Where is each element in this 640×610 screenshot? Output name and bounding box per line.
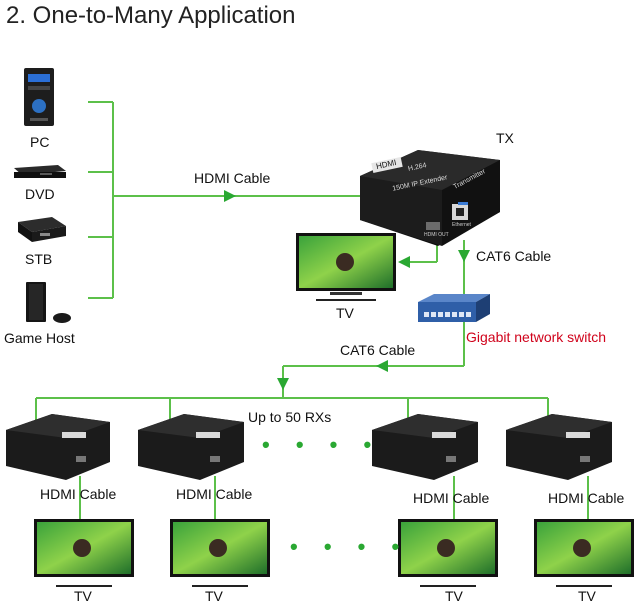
hdmi-cable-label: HDMI Cable [194, 170, 271, 186]
switch-label: Gigabit network switch [466, 329, 607, 345]
diagram-title: 2. One-to-Many Application [6, 2, 296, 29]
rx-4-hdmi-label: HDMI Cable [548, 490, 625, 506]
tx-port1-text: HDMI OUT [424, 232, 449, 238]
cat6-cable-top-label: CAT6 Cable [476, 248, 552, 264]
source-bus-lines [88, 101, 360, 299]
set-top-box-icon [18, 217, 66, 242]
rx-ellipsis: • • • • [262, 432, 382, 457]
dvd-player-icon [14, 165, 66, 178]
rx-box-4-icon [506, 414, 612, 480]
network-switch-icon [418, 294, 490, 322]
tx-label: TX [496, 130, 514, 146]
rx-4-tv-label: TV [578, 588, 596, 604]
pc-tower-icon [24, 68, 54, 126]
rx-tv-2-icon [170, 519, 270, 587]
rx-1-tv-label: TV [74, 588, 92, 604]
rx-3-hdmi-label: HDMI Cable [413, 490, 490, 506]
source-label-dvd: DVD [25, 186, 55, 202]
rx-tv-1-icon [34, 519, 134, 587]
tx-extender-icon [360, 150, 500, 246]
rx-2-tv-label: TV [205, 588, 223, 604]
up-to-rx-label: Up to 50 RXs [248, 409, 332, 425]
tx-tv-icon [296, 233, 396, 301]
rx-to-tv-lines [79, 476, 589, 520]
tv-arrow-icon [398, 256, 410, 268]
rx-tv-3-icon [398, 519, 498, 587]
rx-3-tv-label: TV [445, 588, 463, 604]
rx-box-2-icon [138, 414, 244, 480]
hdmi-arrow-icon [224, 190, 236, 202]
rx-2-hdmi-label: HDMI Cable [176, 486, 253, 502]
cat6-arrow-icon [376, 360, 388, 372]
switch-to-rx-lines [35, 322, 549, 420]
switch-arrow-icon [458, 250, 470, 262]
tx-tv-label: TV [336, 305, 354, 321]
source-label-game-host: Game Host [4, 330, 75, 346]
cat6-cable-mid-label: CAT6 Cable [340, 342, 416, 358]
game-console-icon [26, 282, 71, 323]
rx-box-1-icon [6, 414, 110, 480]
rx-box-3-icon [372, 414, 478, 480]
tv-ellipsis: • • • • [290, 534, 410, 559]
rx-1-hdmi-label: HDMI Cable [40, 486, 117, 502]
source-label-pc: PC [30, 134, 50, 150]
rx-arrow-icon [277, 378, 289, 390]
tx-port2-text: Ethernet [452, 222, 471, 228]
rx-tv-4-icon [534, 519, 634, 587]
source-label-stb: STB [25, 251, 53, 267]
